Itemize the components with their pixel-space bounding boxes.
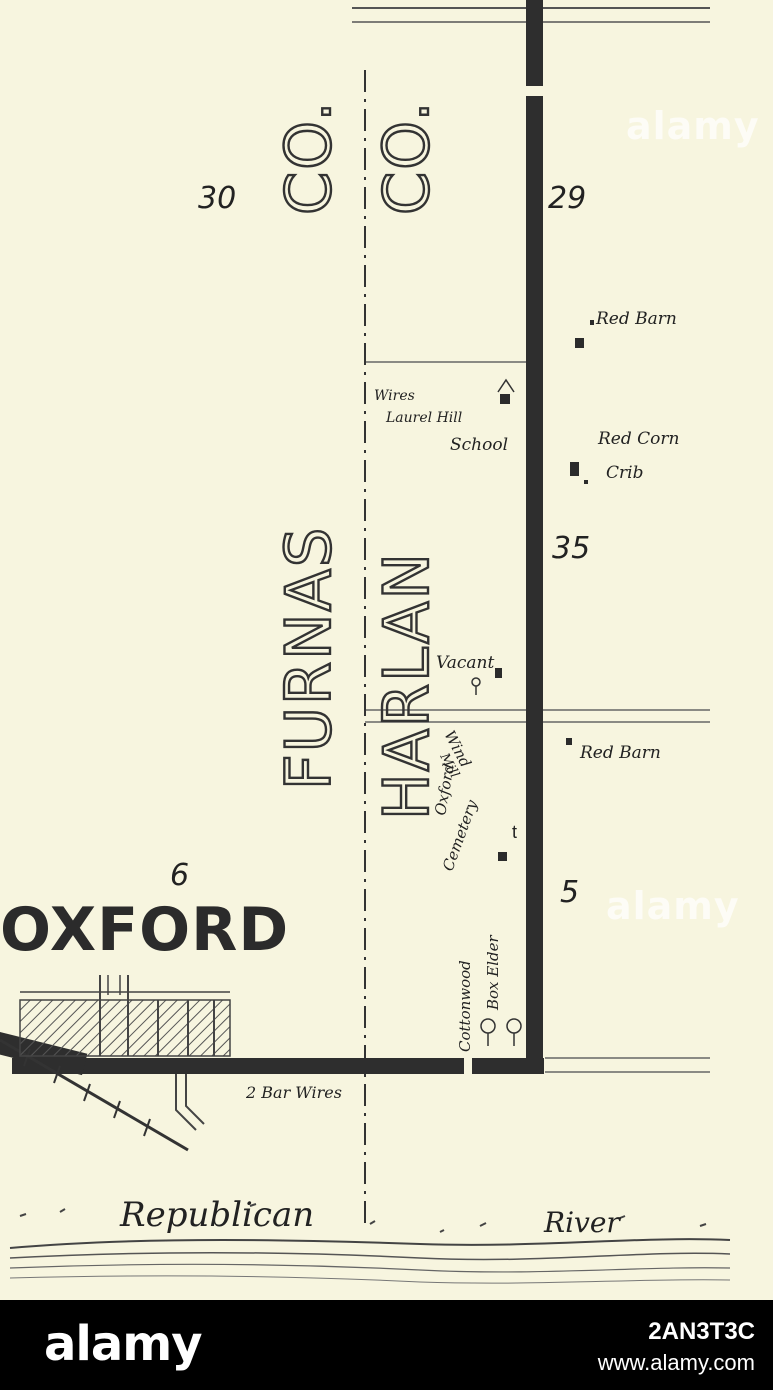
label-two-bar-wires: 2 Bar Wires xyxy=(245,1083,342,1102)
label-box-elder: Box Elder xyxy=(484,934,502,1011)
map-drawing: t CO. CO. FURNAS HARLAN 30 29 35 6 5 OXF… xyxy=(0,0,731,1284)
main-road-north xyxy=(526,0,543,86)
image-id: 2AN3T3C xyxy=(648,1318,755,1345)
tree-icons xyxy=(480,1018,522,1046)
site-url: www.alamy.com xyxy=(597,1350,755,1375)
county-label-furnas: FURNAS xyxy=(272,526,345,790)
alamy-logo: alamy xyxy=(44,1316,203,1372)
label-red-corn: Red Corn xyxy=(597,429,679,449)
section-number-29: 29 xyxy=(548,181,586,216)
red-barn-building xyxy=(575,338,584,348)
railroad-track xyxy=(0,1038,189,1152)
buildings xyxy=(495,320,594,861)
road-east-segment xyxy=(472,1058,544,1074)
school-flag xyxy=(497,378,515,393)
vacant-building xyxy=(495,668,502,678)
label-republican: Republican xyxy=(119,1195,314,1235)
windmill-icon xyxy=(471,677,481,687)
section-number-6: 6 xyxy=(170,858,189,893)
side-road xyxy=(175,1074,205,1131)
historic-plat-map: t CO. CO. FURNAS HARLAN 30 29 35 6 5 OXF… xyxy=(0,0,773,1300)
main-road xyxy=(526,96,543,1072)
cemetery-building xyxy=(498,852,507,861)
label-vacant: Vacant xyxy=(436,653,494,673)
label-wires: Wires xyxy=(374,388,415,404)
label-red-barn-2: Red Barn xyxy=(579,743,661,763)
label-cottonwood: Cottonwood xyxy=(456,960,474,1052)
co-label-left: CO. xyxy=(272,100,345,215)
corn-crib-building xyxy=(570,462,579,476)
section-number-35: 35 xyxy=(552,531,590,566)
red-barn-2-building xyxy=(566,738,572,745)
label-river: River xyxy=(543,1206,621,1239)
school-building xyxy=(500,394,510,404)
footer-bar: alamy 2AN3T3C www.alamy.com xyxy=(0,1300,773,1390)
label-school: School xyxy=(450,435,508,455)
label-laurel-hill: Laurel Hill xyxy=(385,410,462,426)
county-label-harlan: HARLAN xyxy=(370,551,443,820)
label-crib: Crib xyxy=(606,463,643,483)
town-label-oxford: OXFORD xyxy=(0,895,289,965)
cemetery-cross-icon: t xyxy=(512,822,517,842)
section-number-30: 30 xyxy=(198,181,236,216)
road-to-oxford xyxy=(12,1058,464,1074)
red-barn-small xyxy=(590,320,594,325)
section-number-5: 5 xyxy=(560,875,579,910)
oxford-town-blocks xyxy=(19,975,231,1057)
republican-river xyxy=(9,1203,731,1284)
label-red-barn-1: Red Barn xyxy=(595,309,677,329)
co-label-right: CO. xyxy=(370,100,443,215)
